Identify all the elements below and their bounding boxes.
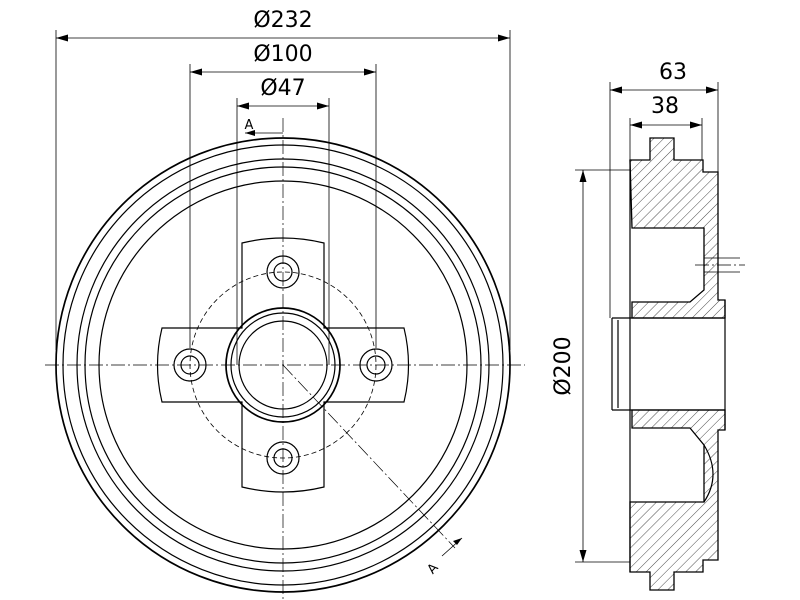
overall-height-label: 63 bbox=[659, 60, 687, 85]
section-mark-top: A bbox=[245, 118, 254, 133]
hub-plate bbox=[156, 237, 410, 493]
outer-diameter-label: Ø232 bbox=[253, 8, 312, 33]
bolt-circle-diameter-label: Ø100 bbox=[253, 42, 312, 67]
hub-height-label: 38 bbox=[651, 94, 679, 119]
section-mark-bottom: A bbox=[425, 561, 442, 578]
lower-section bbox=[629, 409, 726, 591]
upper-section bbox=[629, 137, 726, 319]
section-line-diagonal bbox=[282, 364, 456, 549]
front-dimensions: Ø232 Ø100 Ø47 A A bbox=[55, 8, 511, 578]
front-view bbox=[45, 118, 525, 600]
side-dimensions: 63 38 Ø200 bbox=[551, 60, 719, 563]
center-bore-diameter-label: Ø47 bbox=[260, 76, 305, 101]
side-section-view bbox=[611, 137, 745, 591]
drum-inner-diameter-label: Ø200 bbox=[551, 336, 576, 395]
